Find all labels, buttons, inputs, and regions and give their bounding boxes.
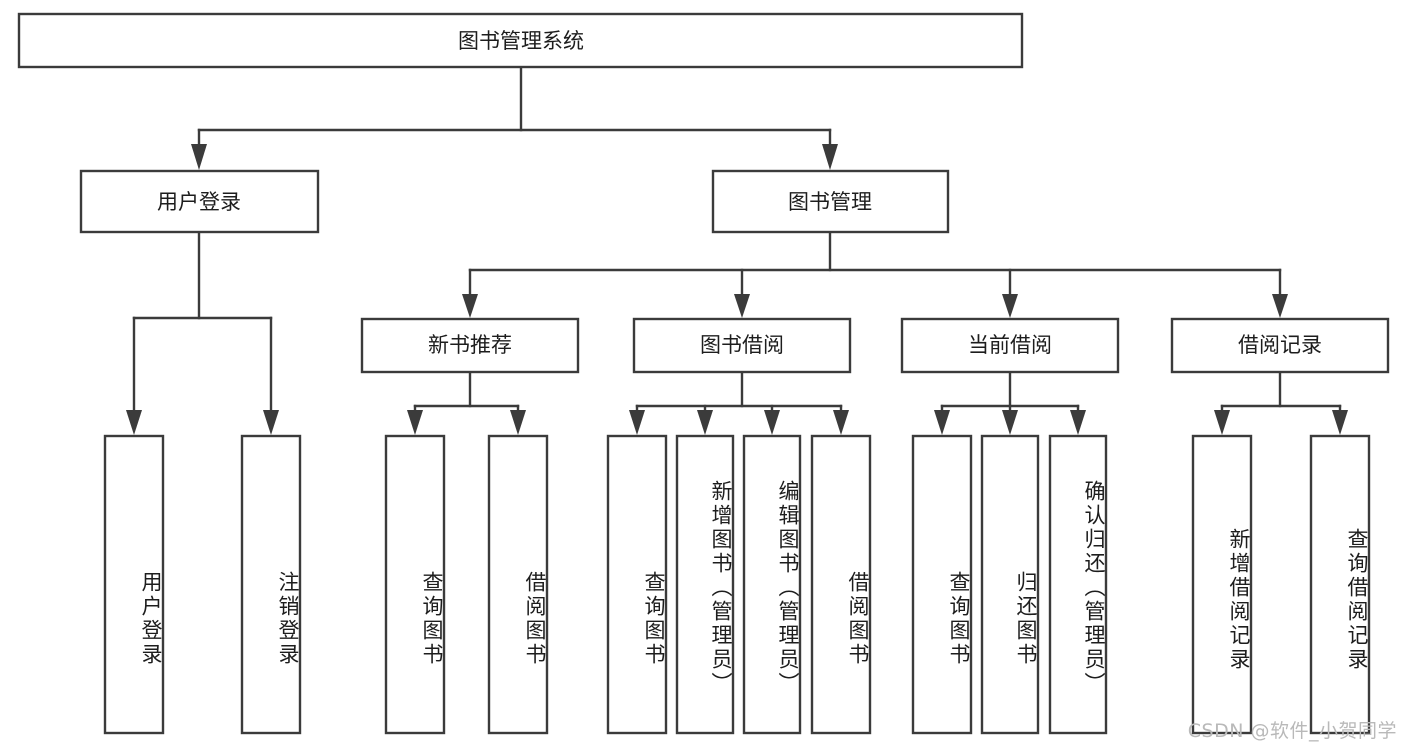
node-book-management-box[interactable] — [711, 169, 950, 234]
node-root-label: 图书管理系统 — [458, 29, 584, 53]
leaf-box-borrowrecord-1[interactable] — [1191, 434, 1253, 735]
leaf-box-newbook-2[interactable] — [487, 434, 549, 735]
leaf-box-currentborrow-2[interactable] — [980, 434, 1040, 735]
node-borrow-record-box[interactable] — [1170, 317, 1390, 374]
arrow-head-borrowrecord-1 — [1214, 410, 1230, 435]
arrow-head-newbook-1 — [407, 410, 423, 435]
arrow-head-bookborrow-3 — [764, 410, 780, 435]
node-current-borrow-label: 当前借阅 — [968, 333, 1052, 357]
arrow-head-currentborrow-3 — [1070, 410, 1086, 435]
node-user-login[interactable]: 用户登录 — [79, 169, 320, 234]
arrow-head-borrowrecord-2 — [1332, 410, 1348, 435]
leaf-boxes-user-login — [103, 434, 302, 735]
leaf-boxes-book-borrow — [606, 434, 872, 735]
arrow-head-bookborrow-1 — [629, 410, 645, 435]
node-user-login-label: 用户登录 — [157, 190, 241, 214]
node-book-borrow-label: 图书借阅 — [700, 333, 784, 357]
arrow-head-level3-3 — [1002, 294, 1018, 318]
leaf-box-bookborrow-1[interactable] — [606, 434, 668, 735]
leaf-box-user-login-2[interactable] — [240, 434, 302, 735]
leaf-box-bookborrow-3[interactable] — [742, 434, 802, 735]
leaf-boxes-new-book-recommend — [384, 434, 549, 735]
arrow-head-currentborrow-1 — [934, 410, 950, 435]
node-current-borrow[interactable]: 当前借阅 — [900, 317, 1120, 374]
arrow-head-currentborrow-2 — [1002, 410, 1018, 435]
arrow-head-newbook-2 — [510, 410, 526, 435]
connector-group-newbook-to-leaves — [407, 370, 526, 435]
arrow-head-userlogin-1 — [126, 410, 142, 435]
node-user-login-box[interactable] — [79, 169, 320, 234]
node-new-book-recommend-label: 新书推荐 — [428, 333, 512, 357]
node-new-book-recommend-box[interactable] — [360, 317, 580, 374]
node-new-book-recommend[interactable]: 新书推荐 — [360, 317, 580, 374]
leaf-box-user-login-1[interactable] — [103, 434, 165, 735]
arrow-head-level2-1 — [191, 144, 207, 170]
connector-group-bookborrow-to-leaves — [629, 370, 849, 435]
node-book-borrow-box[interactable] — [632, 317, 852, 374]
arrow-head-level2-2 — [822, 144, 838, 170]
node-current-borrow-box[interactable] — [900, 317, 1120, 374]
csdn-watermark: CSDN @软件_小贺同学 — [1187, 720, 1397, 742]
leaf-box-bookborrow-2[interactable] — [675, 434, 735, 735]
node-borrow-record[interactable]: 借阅记录 — [1170, 317, 1390, 374]
arrow-head-level3-1 — [462, 294, 478, 318]
leaf-box-currentborrow-1[interactable] — [911, 434, 973, 735]
leaf-box-currentborrow-3[interactable] — [1048, 434, 1108, 735]
node-book-management[interactable]: 图书管理 — [711, 169, 950, 234]
leaf-boxes-current-borrow — [911, 434, 1108, 735]
node-book-borrow[interactable]: 图书借阅 — [632, 317, 852, 374]
node-book-management-label: 图书管理 — [788, 190, 872, 214]
connector-group-currentborrow-to-leaves — [934, 370, 1086, 435]
arrow-head-level3-2 — [734, 294, 750, 318]
connector-group-userlogin-to-leaves — [126, 230, 279, 435]
connector-group-root-to-level2 — [191, 65, 838, 170]
node-root[interactable]: 图书管理系统 — [17, 12, 1024, 69]
leaf-box-borrowrecord-2[interactable] — [1309, 434, 1371, 735]
arrow-head-userlogin-2 — [263, 410, 279, 435]
node-root-box[interactable] — [17, 12, 1024, 69]
arrow-head-level3-4 — [1272, 294, 1288, 318]
leaf-boxes-borrow-record — [1191, 434, 1371, 735]
leaf-box-newbook-1[interactable] — [384, 434, 446, 735]
arrow-head-bookborrow-4 — [833, 410, 849, 435]
leaf-box-bookborrow-4[interactable] — [810, 434, 872, 735]
connector-group-borrowrecord-to-leaves — [1214, 370, 1348, 435]
connector-group-bookmgmt-to-level3 — [462, 230, 1288, 318]
arrow-head-bookborrow-2 — [697, 410, 713, 435]
node-borrow-record-label: 借阅记录 — [1238, 333, 1322, 357]
